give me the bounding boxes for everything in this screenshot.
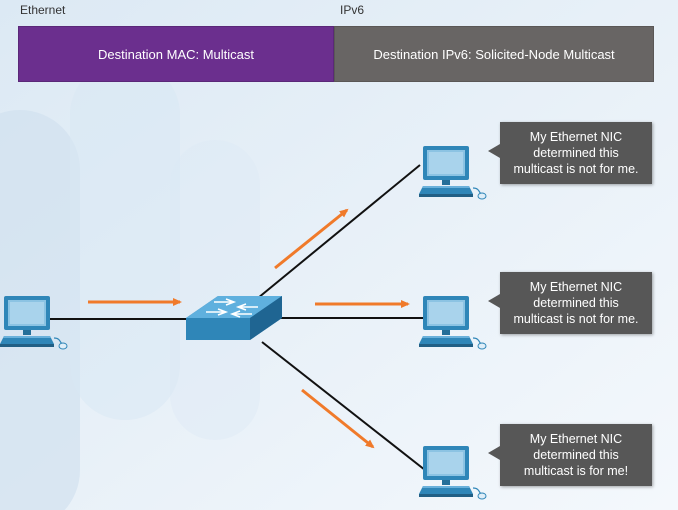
- network-links: [50, 164, 426, 471]
- pc-icon: [418, 445, 487, 500]
- traffic-arrows: [88, 208, 410, 449]
- bubble-line: My Ethernet NIC: [529, 130, 623, 144]
- bubble-line: My Ethernet NIC: [529, 432, 623, 446]
- ipv6-header-label: IPv6: [340, 3, 365, 17]
- nic-message-bubble-3: My Ethernet NIC determined this multicas…: [488, 424, 652, 486]
- bubble-line: multicast is not for me.: [513, 312, 639, 326]
- switch-icon: [186, 296, 282, 340]
- bubble-line: determined this: [533, 146, 619, 160]
- arrow-icon: [301, 388, 375, 449]
- ethernet-header-label: Ethernet: [20, 3, 66, 17]
- destination-mac-label: Destination MAC: Multicast: [97, 46, 255, 62]
- link-switch-pc3: [261, 341, 426, 471]
- bubble-line: determined this: [533, 296, 619, 310]
- ethernet-frame-field: Destination MAC: Multicast: [18, 26, 334, 82]
- bubble-line: determined this: [533, 448, 619, 462]
- pc-icon: [418, 145, 487, 200]
- arrow-icon: [274, 208, 349, 270]
- pc-icon: [0, 295, 68, 350]
- pc-icon: [418, 295, 487, 350]
- link-switch-pc1: [257, 164, 421, 299]
- bubble-line: multicast is for me!: [523, 464, 629, 478]
- destination-ipv6-label: Destination IPv6: Solicited-Node Multica…: [373, 46, 615, 62]
- ipv6-frame-field: Destination IPv6: Solicited-Node Multica…: [334, 26, 654, 82]
- nic-message-bubble-2: My Ethernet NIC determined this multicas…: [488, 272, 652, 334]
- nic-message-bubble-1: My Ethernet NIC determined this multicas…: [488, 122, 652, 184]
- bubble-line: multicast is not for me.: [513, 162, 639, 176]
- bubble-line: My Ethernet NIC: [529, 280, 623, 294]
